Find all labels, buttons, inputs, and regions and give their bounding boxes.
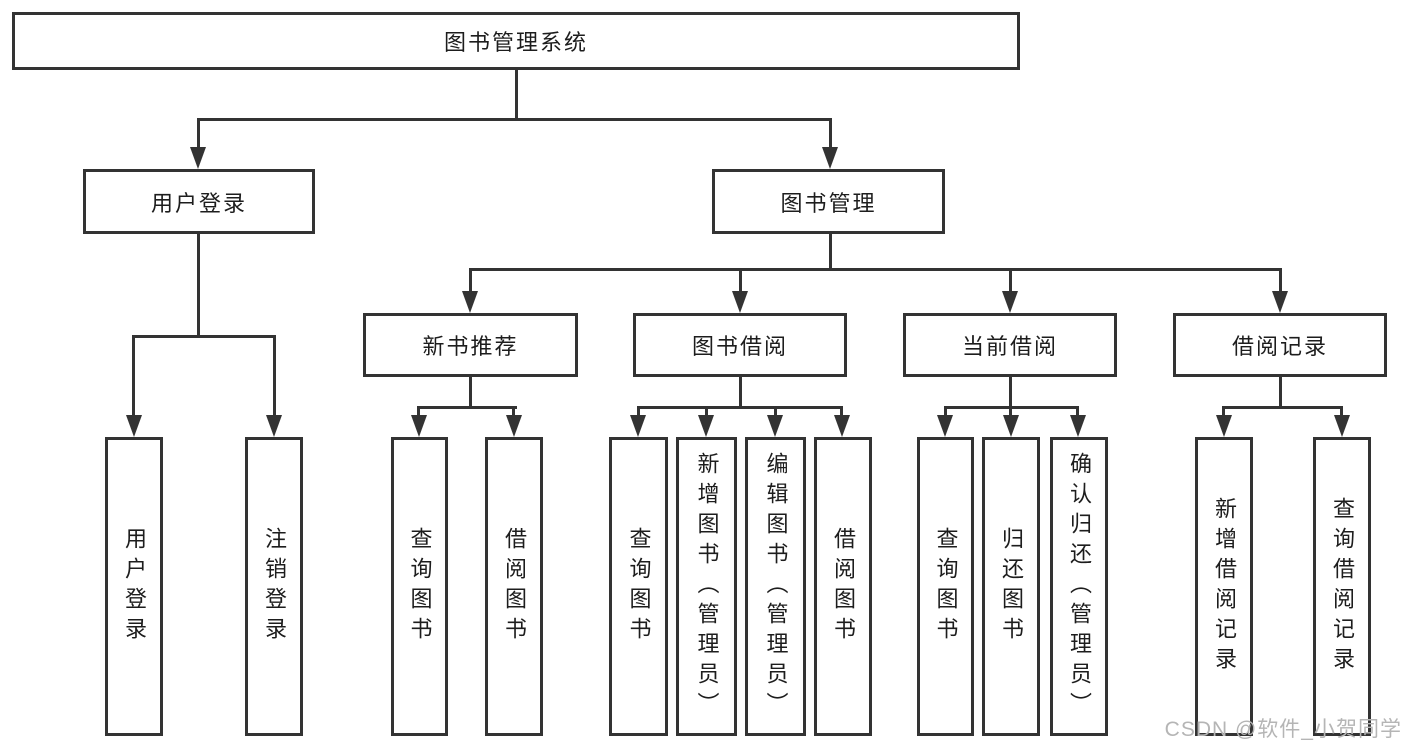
arrowhead-down-icon [126, 415, 142, 437]
leaf-user-login: 用户登录 [105, 437, 163, 736]
leaf-logout-label: 注销登录 [262, 526, 287, 647]
connector-line [469, 268, 1282, 271]
node-borrowing-records-label: 借阅记录 [1231, 334, 1328, 359]
leaf-records-query-record: 查询借阅记录 [1313, 437, 1371, 736]
leaf-borrowing-borrow-books: 借阅图书 [814, 437, 872, 736]
connector-line [1340, 406, 1343, 418]
connector-line [1279, 377, 1282, 409]
leaf-user-login-label: 用户登录 [122, 526, 147, 647]
node-borrowing-records: 借阅记录 [1173, 313, 1387, 377]
arrowhead-down-icon [411, 415, 427, 437]
node-book-management: 图书管理 [712, 169, 945, 234]
connector-line [637, 406, 640, 418]
node-user-login-label: 用户登录 [150, 190, 247, 216]
connector-line [739, 268, 742, 295]
node-current-borrowing: 当前借阅 [903, 313, 1117, 377]
connector-line [197, 118, 832, 121]
connector-line [1076, 406, 1079, 418]
node-root-label: 图书管理系统 [443, 30, 588, 55]
arrowhead-down-icon [834, 415, 850, 437]
connector-line [944, 406, 947, 418]
node-book-borrowing: 图书借阅 [633, 313, 847, 377]
leaf-current-query-books-label: 查询图书 [933, 526, 959, 647]
arrowhead-down-icon [1272, 291, 1288, 313]
connector-line [197, 118, 200, 152]
node-book-borrowing-label: 图书借阅 [691, 334, 788, 359]
node-new-book-recommend-label: 新书推荐 [422, 334, 519, 359]
connector-line [774, 406, 777, 418]
arrowhead-down-icon [1216, 415, 1232, 437]
leaf-borrowing-query-books: 查询图书 [609, 437, 668, 736]
arrowhead-down-icon [937, 415, 953, 437]
connector-line [1279, 268, 1282, 295]
leaf-recommend-borrow-books-label: 借阅图书 [502, 526, 527, 647]
connector-line [705, 406, 708, 418]
connector-line [417, 406, 420, 418]
connector-line [132, 335, 276, 338]
node-new-book-recommend: 新书推荐 [363, 313, 578, 377]
leaf-current-confirm-return-admin-label: 确认归还（管理员） [1067, 451, 1092, 722]
connector-line [739, 377, 742, 409]
csdn-watermark: CSDN @软件_小贺同学 [1164, 718, 1402, 741]
arrowhead-down-icon [190, 147, 206, 169]
leaf-logout: 注销登录 [245, 437, 303, 736]
arrowhead-down-icon [266, 415, 282, 437]
leaf-records-add-record-label: 新增借阅记录 [1212, 496, 1237, 677]
connector-line [132, 335, 135, 419]
connector-line [840, 406, 843, 418]
arrowhead-down-icon [630, 415, 646, 437]
connector-line [1009, 377, 1012, 409]
leaf-current-return-books: 归还图书 [982, 437, 1040, 736]
arrowhead-down-icon [506, 415, 522, 437]
leaf-borrowing-borrow-books-label: 借阅图书 [831, 526, 856, 647]
arrowhead-down-icon [1002, 291, 1018, 313]
leaf-current-return-books-label: 归还图书 [999, 526, 1024, 647]
arrowhead-down-icon [698, 415, 714, 437]
connector-line [417, 406, 517, 409]
leaf-records-add-record: 新增借阅记录 [1195, 437, 1253, 736]
connector-line [1222, 406, 1225, 418]
leaf-borrowing-edit-books-admin: 编辑图书（管理员） [745, 437, 806, 736]
arrowhead-down-icon [767, 415, 783, 437]
node-root: 图书管理系统 [12, 12, 1020, 70]
arrowhead-down-icon [822, 147, 838, 169]
leaf-current-query-books: 查询图书 [917, 437, 974, 736]
connector-line [469, 268, 472, 295]
leaf-current-confirm-return-admin: 确认归还（管理员） [1050, 437, 1108, 736]
leaf-borrowing-query-books-label: 查询图书 [626, 526, 652, 647]
connector-line [515, 70, 518, 120]
connector-line [829, 118, 832, 152]
leaf-recommend-query-books-label: 查询图书 [407, 526, 433, 647]
connector-line [637, 406, 843, 409]
arrowhead-down-icon [1003, 415, 1019, 437]
connector-line [1009, 268, 1012, 295]
connector-line [829, 234, 832, 271]
arrowhead-down-icon [732, 291, 748, 313]
leaf-borrowing-edit-books-admin-label: 编辑图书（管理员） [763, 451, 789, 722]
arrowhead-down-icon [1070, 415, 1086, 437]
leaf-records-query-record-label: 查询借阅记录 [1330, 496, 1355, 677]
connector-line [512, 406, 515, 418]
connector-line [273, 335, 276, 419]
connector-line [1009, 406, 1012, 418]
connector-line [1222, 406, 1341, 409]
connector-line [469, 377, 472, 409]
leaf-borrowing-add-books-admin-label: 新增图书（管理员） [694, 451, 720, 722]
node-user-login: 用户登录 [83, 169, 315, 234]
node-current-borrowing-label: 当前借阅 [961, 334, 1058, 359]
leaf-recommend-query-books: 查询图书 [391, 437, 448, 736]
arrowhead-down-icon [1334, 415, 1350, 437]
leaf-recommend-borrow-books: 借阅图书 [485, 437, 543, 736]
arrowhead-down-icon [462, 291, 478, 313]
leaf-borrowing-add-books-admin: 新增图书（管理员） [676, 437, 737, 736]
node-book-management-label: 图书管理 [780, 190, 877, 216]
connector-line [197, 234, 200, 338]
